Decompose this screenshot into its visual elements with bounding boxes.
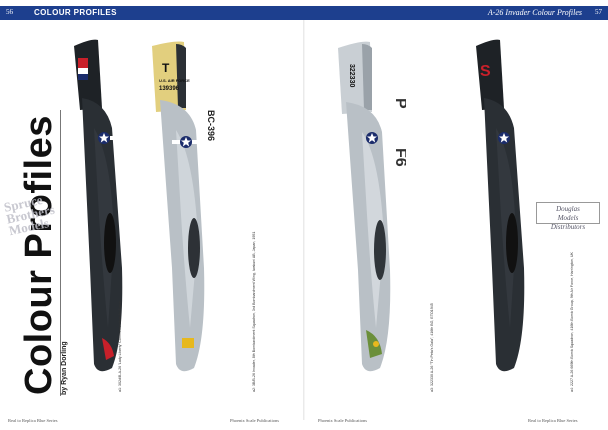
header-bar: 56 COLOUR PROFILES A-26 Invader Colour P… (0, 6, 608, 20)
star-insignia (98, 132, 118, 144)
tail-letter: S (480, 63, 491, 80)
watermark-left: Spruce Brothers Models (3, 189, 73, 238)
tail-stripe-blue (78, 74, 88, 80)
watermark-right-line: Douglas (556, 205, 580, 213)
watermark-right: Douglas Models Distributors (536, 202, 600, 231)
aircraft-fuselage (160, 100, 205, 372)
author-byline: by Ryan Dorling (61, 341, 68, 395)
aircraft-profile-4: S (476, 39, 525, 372)
page-title: Colour Profiles (18, 115, 60, 395)
watermark-right-line: Distributors (550, 223, 586, 231)
squadron-code: F6 (392, 148, 406, 167)
nose-band-yellow (182, 338, 194, 348)
tail-stripe-white (78, 68, 88, 74)
engine-nacelle (188, 218, 200, 278)
watermark-right-line: Models (557, 214, 579, 222)
nose-art (102, 338, 114, 360)
profile-caption-1: a1: 302d/B-A-26 'Lady Liberty' Commemora… (118, 301, 122, 392)
tail-letter: T (162, 61, 170, 75)
profile-caption-2: a2: 3B/B-26 Invader, 8th Bombardment Squ… (252, 231, 256, 392)
page-number-right: 57 (595, 8, 602, 16)
star-insignia (172, 136, 200, 148)
aircraft-fuselage (346, 102, 391, 372)
profile-caption-4: a4: 2227 A-26 669th Bomb Squadron, 416th… (570, 252, 574, 392)
buzz-number: BC-396 (206, 110, 216, 141)
page-spine (303, 20, 305, 420)
engine-nacelle (506, 213, 518, 273)
aircraft-letter: P (392, 98, 406, 109)
star-insignia (498, 132, 510, 144)
title-divider (60, 110, 61, 396)
tail-serial: 322330 (348, 64, 355, 87)
page-number-left: 56 (6, 8, 13, 16)
footer-series-right: Real to Replica Blue Series (528, 418, 578, 423)
profile-caption-3: a3: 322330 A-26 "Tin Peta's Gala", 416th… (430, 303, 434, 392)
book-title: A-26 Invader Colour Profiles (487, 8, 582, 17)
footer-series-left: Real to Replica Blue Series (8, 418, 58, 423)
star-insignia (366, 132, 378, 144)
aircraft-profile-1 (74, 39, 123, 372)
tail-stripe-red (78, 58, 88, 68)
aircraft-profile-3: 322330 F6 P (338, 41, 406, 372)
tail-serial: 139396 (159, 86, 180, 92)
footer-publisher-left: Phoenix Scale Publications (230, 418, 279, 423)
engine-nacelle (104, 213, 116, 273)
aircraft-profile-2: T U.S. AIR FORCE 139396 BC-396 (152, 41, 216, 372)
footer-publisher-right: Phoenix Scale Publications (318, 418, 367, 423)
tail-text: U.S. AIR FORCE (159, 78, 190, 83)
engine-nacelle (374, 220, 386, 280)
aircraft-tail (476, 39, 504, 110)
section-title: COLOUR PROFILES (34, 8, 117, 17)
